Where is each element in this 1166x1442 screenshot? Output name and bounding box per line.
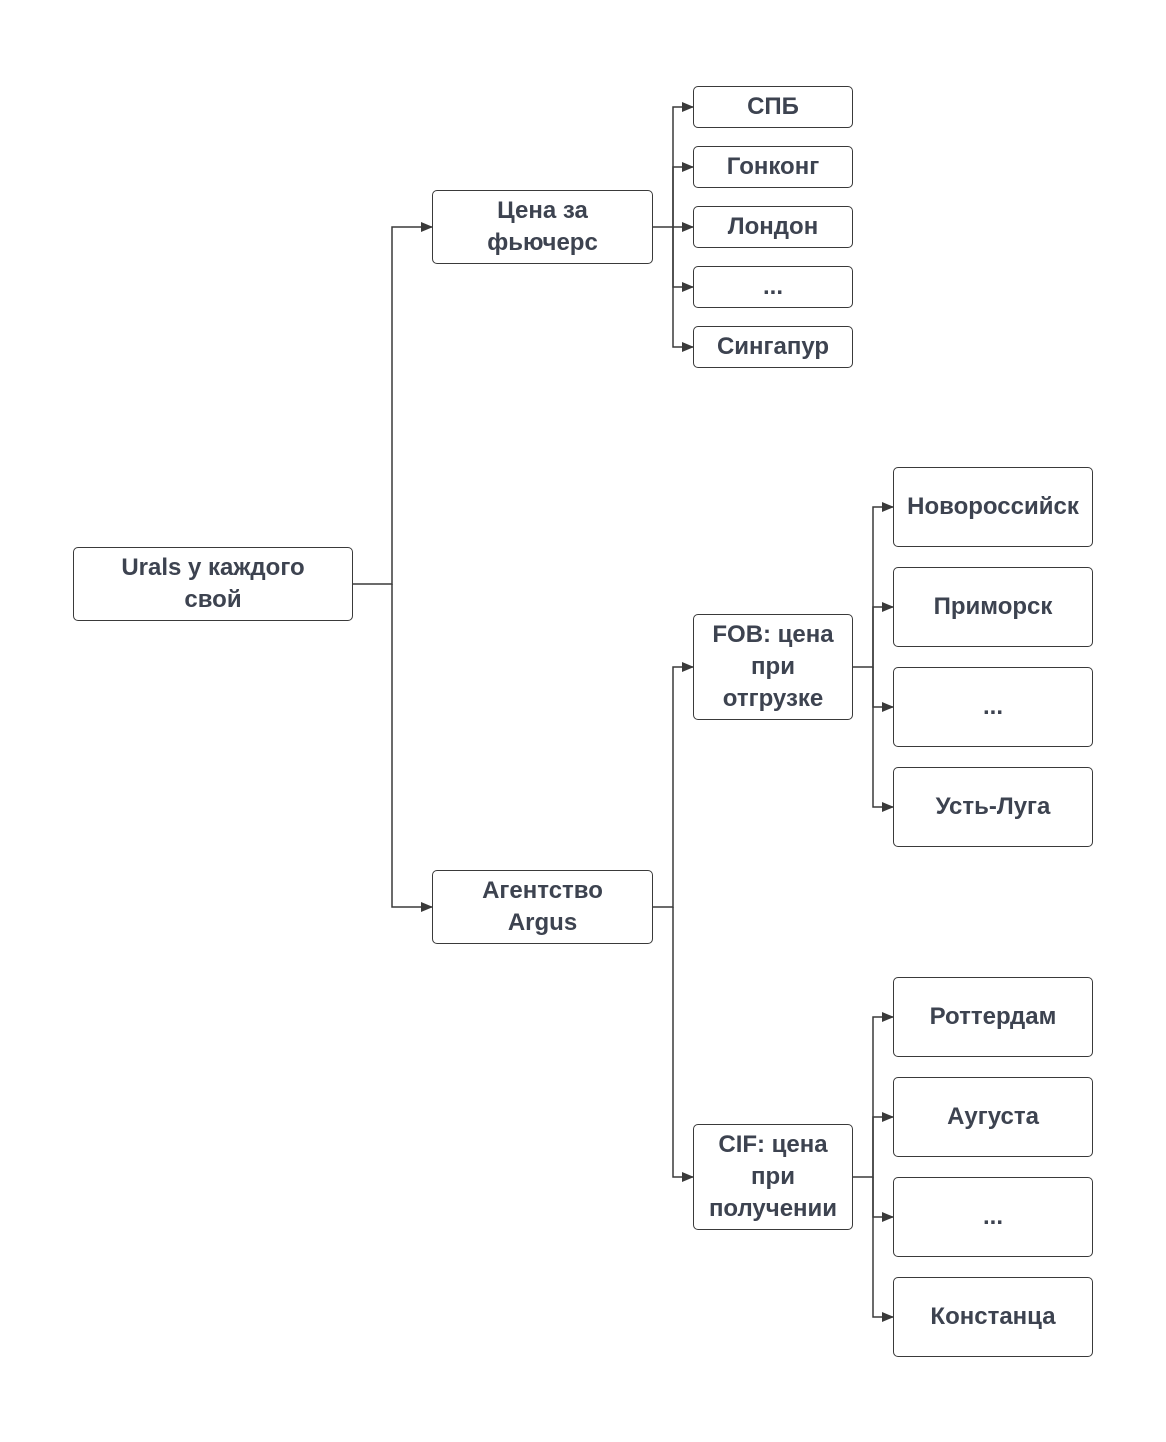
cif-port-node: Роттердам: [893, 977, 1093, 1057]
fob-port-node: Усть-Луга: [893, 767, 1093, 847]
root-node: Urals у каждого свой: [73, 547, 353, 621]
connector-cif-rotterdam: [853, 1012, 894, 1178]
connector-cif-augusta: [872, 1112, 894, 1177]
fob-port-node: Приморск: [893, 567, 1093, 647]
fob-port-node: ...: [893, 667, 1093, 747]
connector-root-argus: [391, 584, 433, 912]
cif-port-node: ...: [893, 1177, 1093, 1257]
fob-node: FOB: цена при отгрузке: [693, 614, 853, 720]
connector-cif-dots: [872, 1177, 894, 1222]
connector-fob-novorossiysk: [853, 502, 894, 668]
fob-port-node: Новороссийск: [893, 467, 1093, 547]
cif-node: CIF: цена при получении: [693, 1124, 853, 1230]
argus-agency-node: Агентство Argus: [432, 870, 653, 944]
cif-port-node: Констанца: [893, 1277, 1093, 1357]
futures-price-node: Цена за фьючерс: [432, 190, 653, 264]
connector-futures-dots: [672, 227, 694, 292]
connector-fob-dots: [872, 667, 894, 712]
connector-fob-ust-luga: [872, 667, 894, 812]
futures-child-node: Сингапур: [693, 326, 853, 368]
futures-child-node: СПБ: [693, 86, 853, 128]
futures-child-node: Гонконг: [693, 146, 853, 188]
connector-fob-primorsk: [872, 602, 894, 667]
cif-port-node: Аугуста: [893, 1077, 1093, 1157]
futures-child-node: Лондон: [693, 206, 853, 248]
connector-futures-hongkong: [672, 162, 694, 227]
connector-futures-singapore: [672, 227, 694, 352]
futures-child-node: ...: [693, 266, 853, 308]
connector-argus-fob: [653, 662, 694, 908]
connector-root-futures: [353, 222, 433, 585]
connector-cif-constanta: [872, 1177, 894, 1322]
connector-argus-cif: [672, 907, 694, 1182]
